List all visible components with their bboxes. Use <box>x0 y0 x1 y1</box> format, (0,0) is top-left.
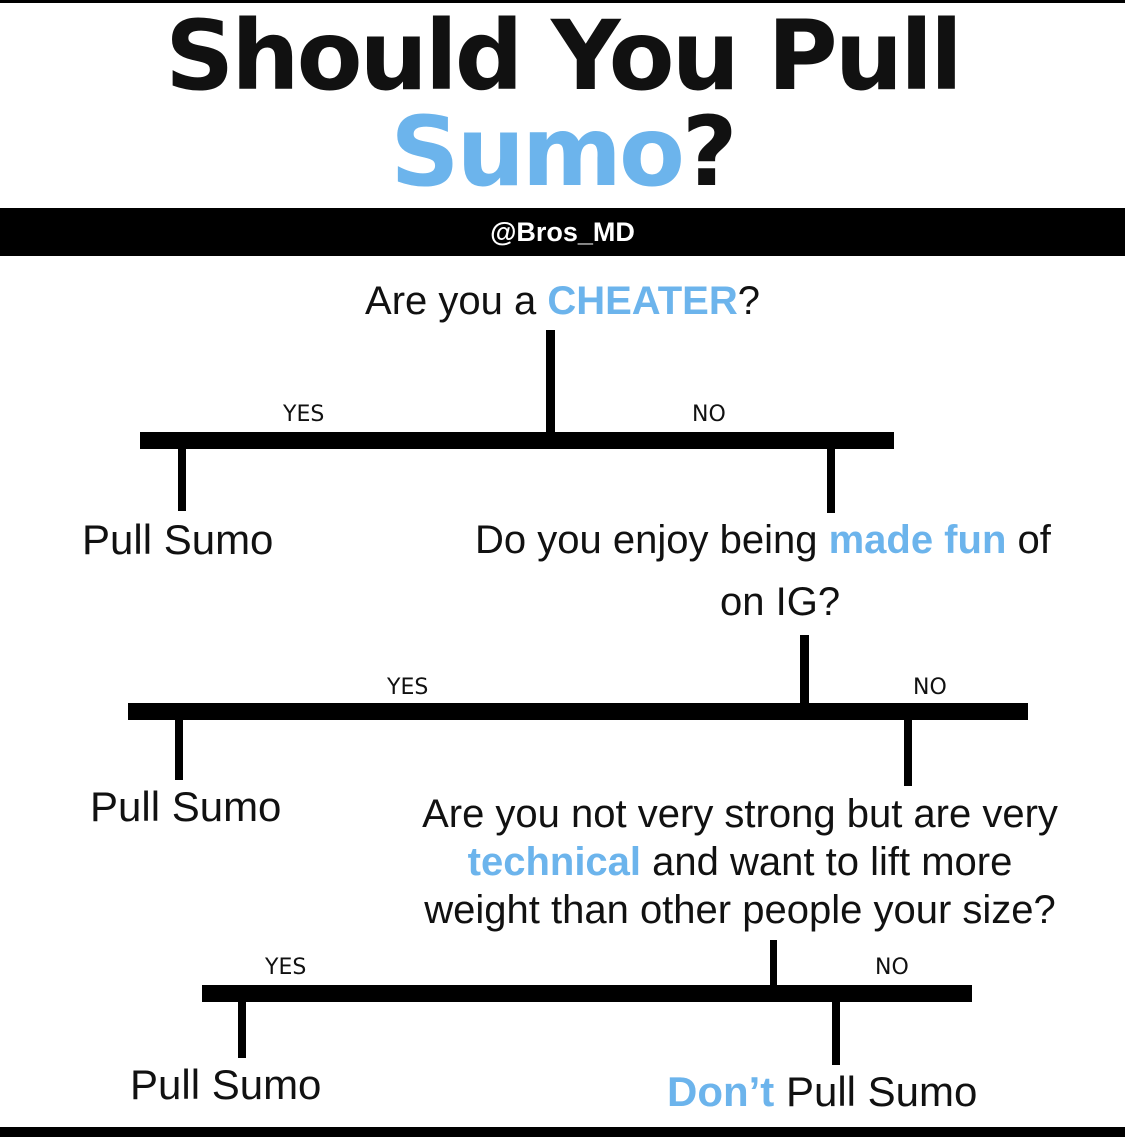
q1-no-drop <box>827 449 835 513</box>
q1-yes-label: YES <box>283 402 325 427</box>
q3-stem-line <box>770 940 777 986</box>
q1-stem-line <box>546 330 555 433</box>
q2-no-drop <box>904 720 912 786</box>
question-3-line-1: Are you not very strong but are very <box>422 792 1058 836</box>
q2-stem-line <box>800 635 809 705</box>
q3-no-label: NO <box>875 955 909 980</box>
q2-yes-label: YES <box>387 675 429 700</box>
author-handle-bar: @Bros_MD <box>0 208 1125 256</box>
q1-yes-answer: Pull Sumo <box>82 516 274 563</box>
question-2-text-end: of <box>1006 518 1051 562</box>
question-2-line-2: on IG? <box>720 580 841 624</box>
q3-no-answer-text: Pull Sumo <box>774 1068 978 1115</box>
question-3-highlight: technical <box>467 840 642 884</box>
q1-no-label: NO <box>692 402 726 427</box>
question-1-highlight: CHEATER <box>547 279 738 323</box>
question-3-line-2-text: and want to lift more <box>641 840 1013 884</box>
q2-branch-bar <box>128 703 1028 720</box>
question-2-text: Do you enjoy being <box>475 518 829 562</box>
q2-yes-answer: Pull Sumo <box>90 783 282 830</box>
title-line-2: Sumo? <box>0 104 1125 200</box>
question-1: Are you a CHEATER? <box>0 277 1125 325</box>
q1-yes-drop <box>178 449 186 511</box>
q2-yes-drop <box>175 720 183 780</box>
q3-no-answer-highlight: Don’t <box>667 1068 775 1115</box>
q3-branch-bar <box>202 985 972 1002</box>
title-line-1: Should You Pull <box>0 8 1125 104</box>
question-2-highlight: made fun <box>828 518 1007 562</box>
title-question-mark: ? <box>681 96 738 208</box>
q3-no-answer: Don’t Pull Sumo <box>667 1068 977 1116</box>
question-3-line-3: weight than other people your size? <box>424 888 1056 932</box>
question-3-line-2: technical and want to lift more <box>380 838 1100 886</box>
question-1-end: ? <box>737 279 760 323</box>
q3-yes-answer: Pull Sumo <box>130 1061 322 1108</box>
q3-yes-drop <box>238 1002 246 1058</box>
q3-no-drop <box>832 1002 840 1065</box>
question-1-text: Are you a <box>365 279 548 323</box>
author-handle: @Bros_MD <box>490 217 635 247</box>
q1-branch-bar <box>140 432 894 449</box>
bottom-border <box>0 1127 1125 1137</box>
question-2-line-1: Do you enjoy being made fun of <box>475 516 1051 564</box>
q3-yes-label: YES <box>265 955 307 980</box>
top-border <box>0 0 1125 3</box>
title-accent-sumo: Sumo <box>390 96 684 208</box>
title-text: Should You Pull <box>165 0 963 112</box>
q2-no-label: NO <box>913 675 947 700</box>
